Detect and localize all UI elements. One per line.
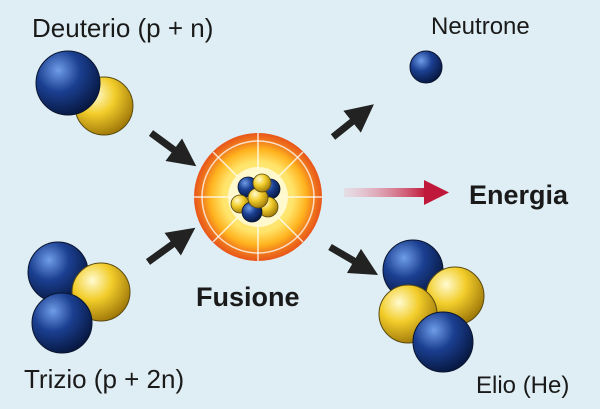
tritium-label: Trizio (p + 2n) <box>24 364 185 394</box>
helium-neutron-bottom <box>412 311 474 373</box>
arrow-tritium-in <box>145 227 196 265</box>
fusion-label: Fusione <box>196 282 300 312</box>
tritium-nucleus <box>27 241 131 354</box>
neutron-label: Neutrone <box>431 13 530 40</box>
deuterium-proton <box>35 50 101 116</box>
arrow-helium-out <box>328 243 379 276</box>
helium-label: Elio (He) <box>476 372 570 399</box>
neutron-particle <box>409 50 443 84</box>
arrow-neutron-out <box>330 104 374 140</box>
energy-label: Energia <box>469 180 569 210</box>
fusion-burst <box>194 133 322 261</box>
deuterium-nucleus <box>35 50 134 136</box>
tritium-neutron-bottom <box>31 292 93 354</box>
fused-nucleus <box>230 173 281 223</box>
deuterium-label: Deuterio (p + n) <box>32 13 214 43</box>
arrow-deuterium-in <box>148 130 197 167</box>
helium-nucleus <box>378 239 485 373</box>
energy-arrow <box>344 180 449 205</box>
